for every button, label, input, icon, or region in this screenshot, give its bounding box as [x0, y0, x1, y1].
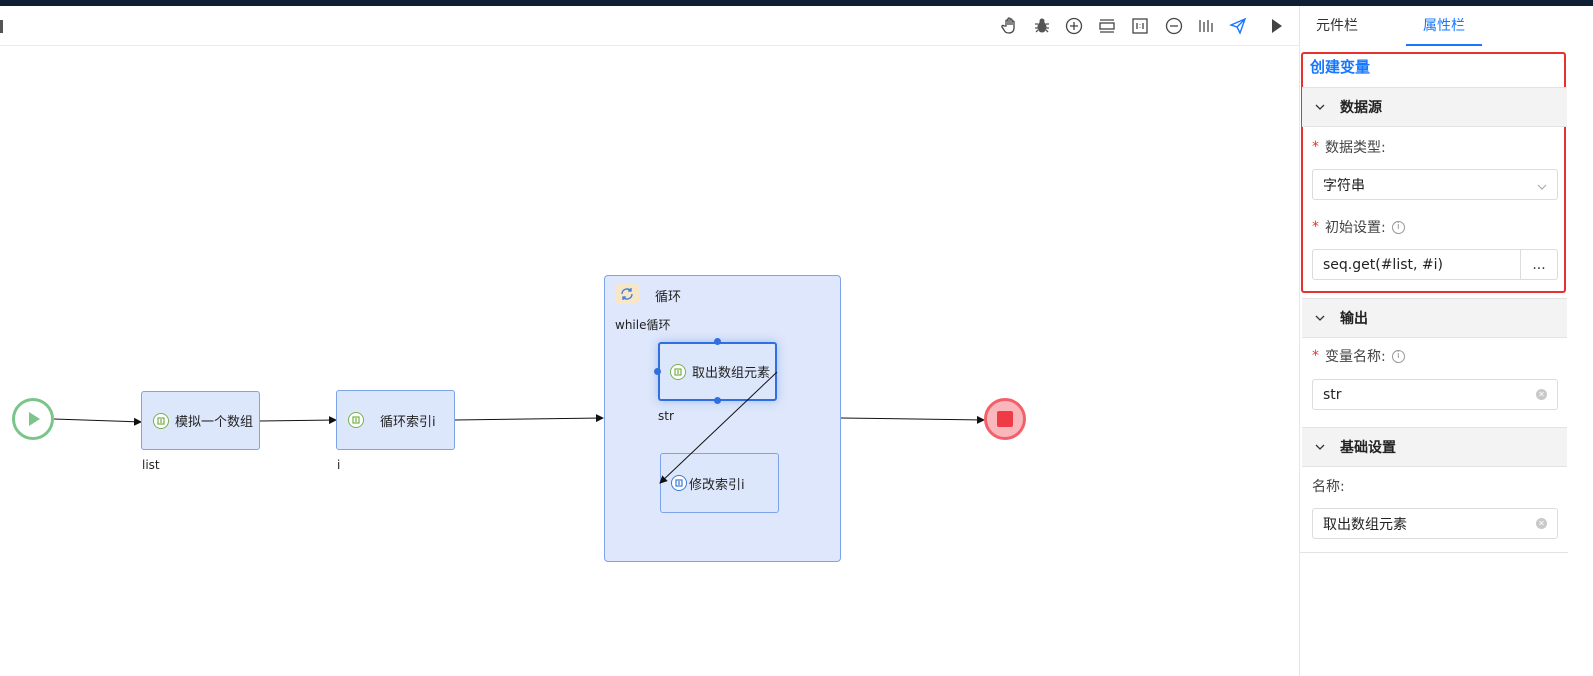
node-mock-array-var: list [142, 458, 160, 472]
send-icon[interactable] [1226, 14, 1250, 38]
highlight-box [1301, 52, 1566, 293]
loop-container[interactable]: 循环 while循环 [604, 275, 841, 562]
section-output-title: 输出 [1340, 311, 1368, 327]
edge-index-to-loop[interactable] [454, 414, 604, 423]
var-name-input[interactable]: str ✕ [1312, 379, 1558, 410]
loop-title: 循环 [655, 290, 682, 305]
section-data-source[interactable]: 数据源 [1302, 87, 1567, 127]
edge-start-to-mock[interactable] [53, 417, 142, 426]
hand-icon[interactable] [998, 14, 1022, 38]
edge-loop-to-end[interactable] [840, 415, 985, 424]
var-name-value: str [1323, 386, 1342, 403]
node-loop-index-label: 循环索引i [380, 414, 436, 430]
bug-icon[interactable] [1030, 14, 1054, 38]
fit-width-icon[interactable] [1095, 14, 1119, 38]
script-icon [153, 412, 169, 429]
clear-icon[interactable]: ✕ [1536, 389, 1547, 400]
node-mock-array-label: 模拟一个数组 [175, 415, 254, 430]
data-type-select[interactable]: 字符串 [1312, 169, 1558, 200]
flow-connectors [53, 414, 985, 426]
loop-subtitle: while循环 [615, 318, 671, 332]
node-modify-index[interactable]: 修改索引i [660, 453, 779, 513]
actual-size-icon[interactable] [1128, 14, 1152, 38]
section-output[interactable]: 输出 [1302, 298, 1567, 338]
section-basic-title: 基础设置 [1340, 440, 1396, 456]
info-icon[interactable]: i [1391, 220, 1405, 234]
zoom-out-icon[interactable] [1162, 14, 1186, 38]
data-type-value: 字符串 [1323, 177, 1365, 194]
start-node[interactable] [12, 398, 54, 440]
node-loop-index-var: i [337, 458, 341, 472]
port-left[interactable] [654, 368, 661, 375]
chevron-down-icon [1302, 313, 1338, 323]
clear-icon[interactable]: ✕ [1536, 518, 1547, 529]
run-icon[interactable] [1264, 14, 1288, 38]
node-take-element-label: 取出数组元素 [692, 366, 771, 381]
panel-tabs: 元件栏 属性栏 [1300, 6, 1593, 46]
tab-components[interactable]: 元件栏 [1316, 18, 1358, 34]
chevron-down-icon [1302, 102, 1338, 112]
data-type-label: *数据类型: [1312, 139, 1386, 156]
section-data-source-title: 数据源 [1340, 100, 1382, 116]
zoom-in-icon[interactable] [1062, 14, 1086, 38]
node-mock-array[interactable]: 模拟一个数组 [141, 391, 260, 450]
right-panel: 元件栏 属性栏 创建变量 数据源 *数据类型: 字符串 *初始设置: i seq… [1299, 6, 1593, 676]
script-icon [670, 363, 686, 380]
play-icon [29, 412, 40, 426]
tab-properties[interactable]: 属性栏 [1406, 6, 1482, 46]
init-setting-label: *初始设置: i [1312, 217, 1405, 237]
panel-title: 创建变量 [1310, 58, 1371, 76]
name-value: 取出数组元素 [1323, 516, 1407, 533]
end-node[interactable] [984, 398, 1026, 440]
section-basic[interactable]: 基础设置 [1302, 427, 1567, 467]
edge-mock-to-index[interactable] [259, 416, 337, 425]
var-name-label: *变量名称: i [1312, 346, 1405, 366]
node-loop-index[interactable]: 循环索引i [336, 390, 455, 450]
chevron-down-icon [1302, 442, 1338, 452]
loop-icon [615, 284, 639, 304]
chevron-down-icon [1537, 180, 1547, 196]
port-bottom[interactable] [714, 397, 721, 404]
info-icon[interactable]: i [1391, 349, 1405, 363]
init-setting-value: seq.get(#list, #i) [1323, 256, 1443, 273]
name-label: 名称: [1312, 479, 1345, 495]
init-setting-input[interactable]: seq.get(#list, #i) ... [1312, 249, 1558, 280]
top-dark-bar [0, 0, 1593, 6]
node-take-element[interactable]: 取出数组元素 [658, 342, 777, 401]
canvas-toolbar [0, 6, 1299, 46]
name-input[interactable]: 取出数组元素 ✕ [1312, 508, 1558, 539]
script-icon [348, 412, 364, 428]
node-take-element-var: str [658, 409, 674, 423]
more-button[interactable]: ... [1520, 250, 1557, 279]
section-divider [1300, 552, 1568, 553]
stop-icon [997, 411, 1013, 427]
port-top[interactable] [714, 338, 721, 345]
script-icon [671, 475, 687, 491]
node-modify-index-label: 修改索引i [689, 477, 745, 493]
align-icon[interactable] [1194, 14, 1218, 38]
toolbar-edge-mark [0, 20, 3, 33]
